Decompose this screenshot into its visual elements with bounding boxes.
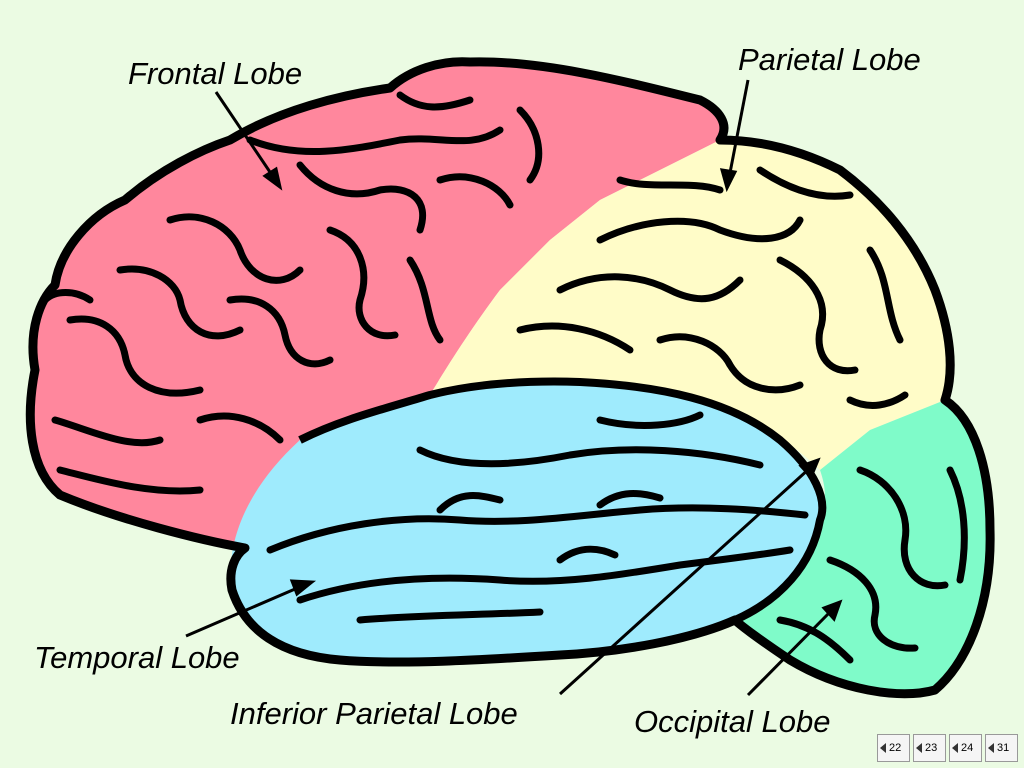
parietal-arrowhead xyxy=(719,168,738,193)
inferior-parietal-pointer xyxy=(558,466,812,696)
nav-button-24[interactable]: 24 xyxy=(949,734,982,762)
nav-button-label: 24 xyxy=(961,742,974,754)
inferior-parietal-lobe-label: Inferior Parietal Lobe xyxy=(230,696,518,731)
brain-outline xyxy=(25,57,995,699)
previous-arrow-icon xyxy=(880,743,886,753)
frontal-lobe-label: Frontal Lobe xyxy=(128,56,303,91)
pointer-arrows xyxy=(185,79,843,697)
temporal-lobe-outline xyxy=(298,377,827,624)
slide-navigation: 22 23 24 31 xyxy=(877,734,1018,762)
nav-button-23[interactable]: 23 xyxy=(913,734,946,762)
occipital-arrowhead xyxy=(821,599,843,622)
frontal-lobe-region xyxy=(30,61,724,549)
occipital-lobe-label: Occipital Lobe xyxy=(634,704,831,739)
inferior-parietal-arrowhead xyxy=(798,457,821,480)
nav-button-label: 22 xyxy=(889,742,902,754)
occipital-lobe-region xyxy=(735,400,991,694)
nav-button-label: 23 xyxy=(925,742,938,754)
nav-button-31[interactable]: 31 xyxy=(985,734,1018,762)
parietal-pointer xyxy=(727,79,750,179)
temporal-arrowhead xyxy=(289,579,317,597)
occipital-pointer xyxy=(746,608,834,697)
frontal-pointer xyxy=(214,91,276,179)
nav-button-22[interactable]: 22 xyxy=(877,734,910,762)
frontal-arrowhead xyxy=(262,166,283,191)
previous-arrow-icon xyxy=(988,743,994,753)
previous-arrow-icon xyxy=(952,743,958,753)
nav-button-label: 31 xyxy=(997,742,1010,754)
parietal-lobe-region xyxy=(430,140,951,470)
brain-folds xyxy=(41,91,968,664)
parietal-lobe-label: Parietal Lobe xyxy=(738,42,921,77)
temporal-lobe-label: Temporal Lobe xyxy=(34,640,240,675)
previous-arrow-icon xyxy=(916,743,922,753)
temporal-pointer xyxy=(185,584,303,638)
